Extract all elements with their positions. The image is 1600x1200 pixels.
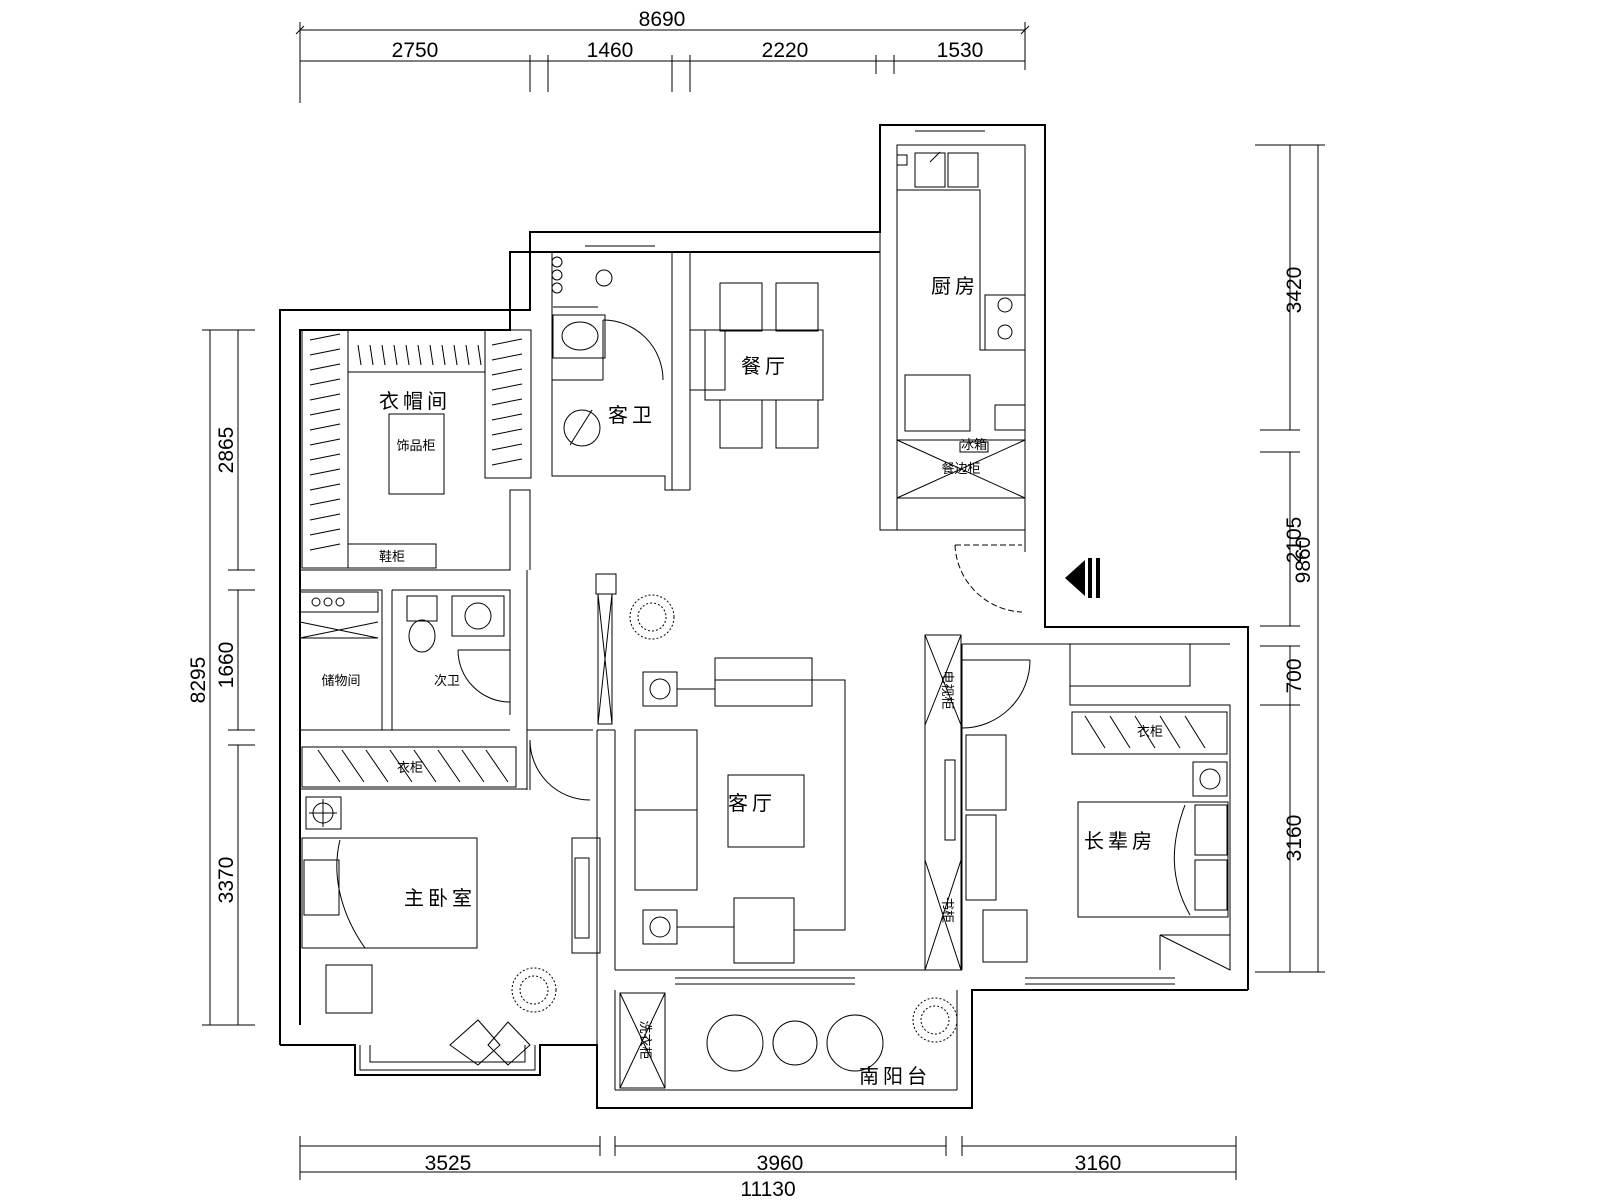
dim-top-4: 1530 <box>937 39 984 62</box>
dim-left-1: 2865 <box>215 427 238 474</box>
dim-left-3: 3370 <box>215 857 238 904</box>
balcony-furniture <box>619 992 884 1089</box>
hanger-marks <box>309 333 523 551</box>
dining-table <box>704 282 824 449</box>
label-elder-wardrobe: 衣柜 <box>1137 724 1163 740</box>
interior-walls <box>300 252 1231 1045</box>
cloak-island <box>388 413 445 495</box>
bottom-dimensions: 3525 3960 3160 11130 <box>299 1136 1237 1200</box>
doors <box>457 319 1031 801</box>
room-label-bath: 次卫 <box>434 673 460 689</box>
living-furniture <box>595 573 846 964</box>
top-dimensions: 8690 2750 1460 2220 1530 <box>295 8 1030 103</box>
label-bookshelf: 书柜 <box>939 897 954 923</box>
dim-bottom-2: 3960 <box>757 1152 804 1175</box>
dim-right-4: 3160 <box>1283 815 1306 862</box>
label-master-wardrobe: 衣柜 <box>397 760 423 776</box>
dim-left-2: 1660 <box>215 642 238 689</box>
dim-right-2: 2105 <box>1283 517 1306 564</box>
guest-bath-fixtures <box>551 256 726 447</box>
label-cloak-island: 饰品柜 <box>396 439 435 454</box>
dim-top-1: 2750 <box>392 39 439 62</box>
entrance-arrow-icon <box>1065 558 1100 598</box>
room-label-master-bedroom: 主卧室 <box>404 886 476 910</box>
room-label-storage: 储物间 <box>321 674 360 689</box>
kitchen-fixtures <box>896 151 1026 499</box>
dim-top-3: 2220 <box>762 39 809 62</box>
label-balcony-cabinet: 洗衣柜 <box>637 1020 653 1059</box>
master-wardrobe <box>301 746 517 788</box>
room-label-south-balcony: 南阳台 <box>859 1064 931 1088</box>
tv-cabinet-rect <box>714 657 813 707</box>
dim-bottom-total: 11130 <box>740 1178 795 1200</box>
dim-left-total: 8295 <box>187 657 210 704</box>
label-tv-cabinet: 电视柜 <box>939 670 954 709</box>
dim-top-total: 8690 <box>639 8 686 31</box>
balcony-chairs-master <box>449 1019 531 1066</box>
dim-bottom-1: 3525 <box>425 1152 472 1175</box>
exterior-walls <box>279 124 1249 1109</box>
room-label-living: 客厅 <box>728 791 776 815</box>
dim-right-1: 3420 <box>1283 267 1306 314</box>
dim-bottom-3: 3160 <box>1075 1152 1122 1175</box>
dim-right-total: 9860 <box>1292 537 1315 584</box>
storage-bath-fixtures <box>299 591 505 653</box>
master-bed <box>301 796 601 1014</box>
dim-right-3: 700 <box>1283 658 1306 693</box>
cloakroom-furniture <box>301 329 532 569</box>
living-tv-bookshelf <box>924 634 962 971</box>
label-cloak-shoe: 鞋柜 <box>379 549 405 565</box>
label-fridge: 冰箱 <box>961 437 987 453</box>
left-dimensions: 8295 2865 1660 3370 <box>187 329 255 1026</box>
room-label-kitchen: 厨房 <box>931 274 979 298</box>
label-pantry: 餐边柜 <box>941 461 980 477</box>
room-label-elder-room: 长辈房 <box>1084 829 1156 853</box>
room-label-guest-bath: 客卫 <box>608 403 656 427</box>
room-label-cloakroom: 衣帽间 <box>379 389 451 413</box>
plant-icon <box>511 594 958 1043</box>
dim-top-2: 1460 <box>587 39 634 62</box>
room-label-dining: 餐厅 <box>741 354 789 378</box>
elder-room-furniture <box>965 711 1231 971</box>
right-dimensions: 9860 3420 2105 700 3160 <box>1255 144 1325 973</box>
